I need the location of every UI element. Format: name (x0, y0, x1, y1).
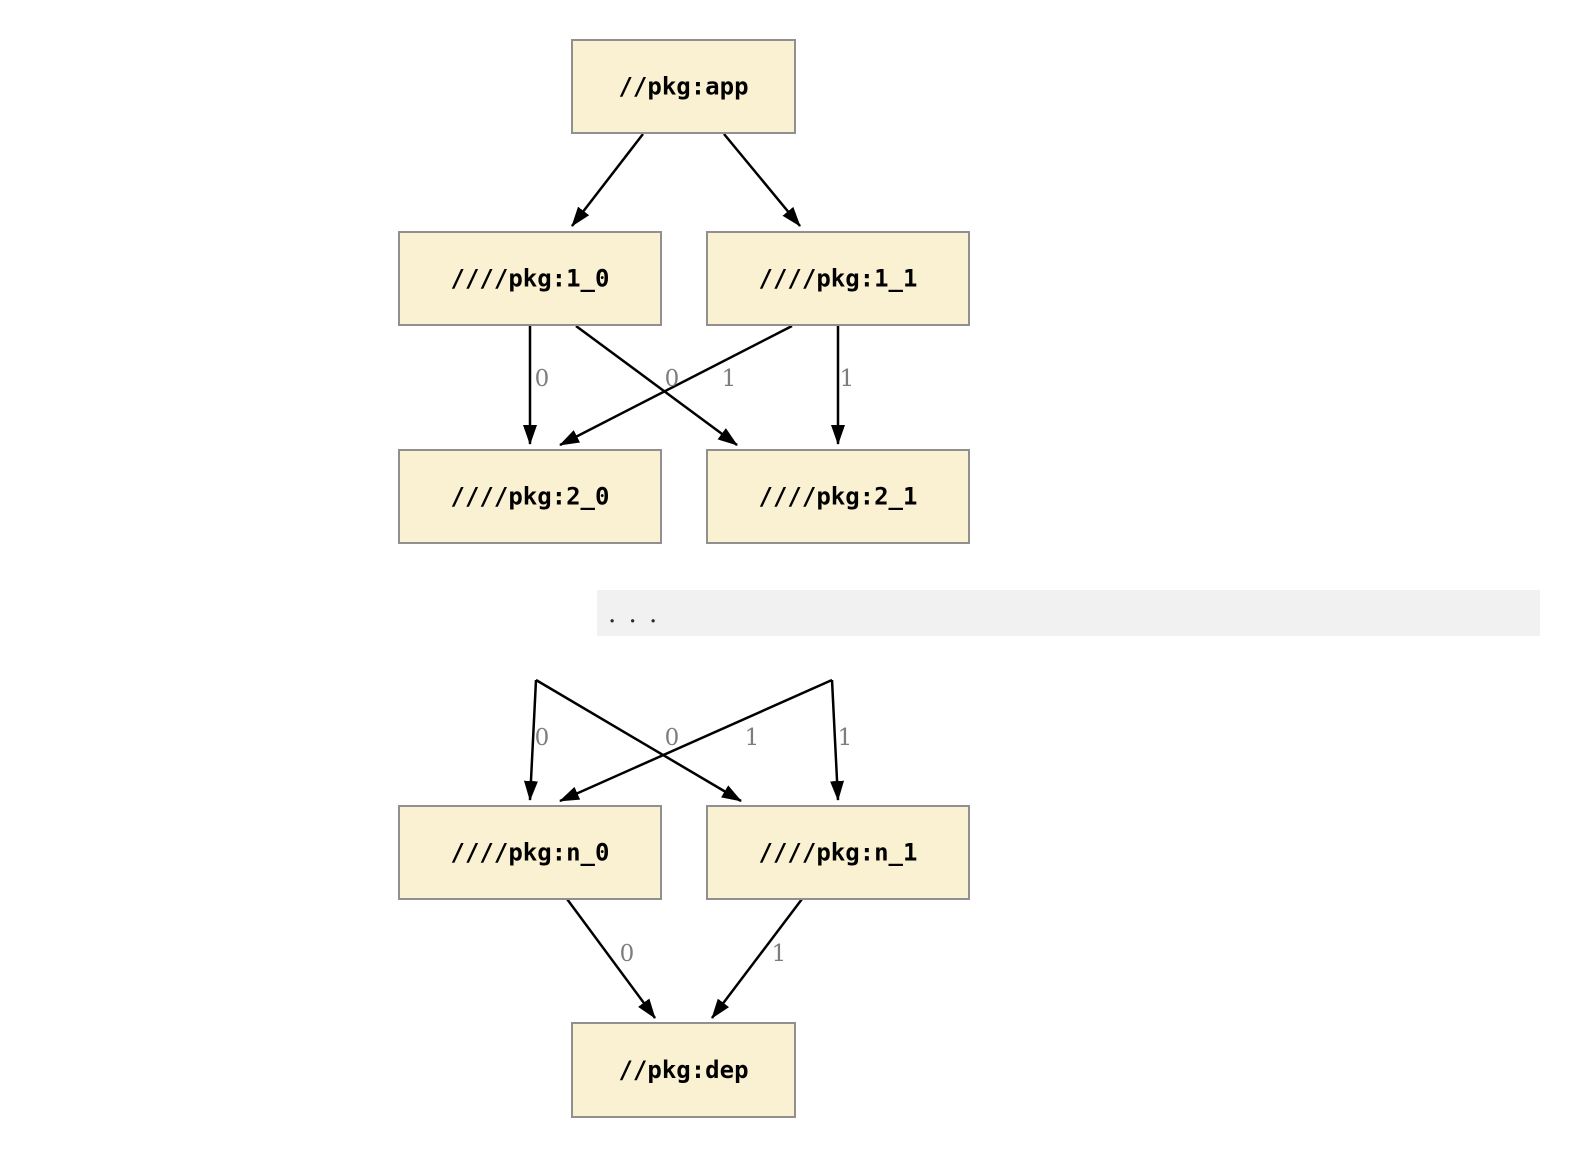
node-label-n_1: ////pkg:n_1 (759, 839, 918, 867)
edge-app-1_1 (723, 133, 801, 227)
edge-label-dots-left-n_1: 1 (745, 725, 760, 751)
edge-dots-right-n_0 (559, 678, 833, 803)
node-1_1 (706, 231, 970, 326)
node-label-2_0: ////pkg:2_0 (451, 483, 610, 511)
edge-label-1_1-2_1: 1 (840, 366, 855, 392)
node-label-1_1: ////pkg:1_1 (759, 265, 918, 293)
edge-app-1_0 (571, 133, 644, 227)
node-app (571, 39, 796, 134)
node-dep (571, 1022, 796, 1118)
edge-n_1-dep (711, 898, 803, 1019)
edge-1_0-2_1 (575, 324, 738, 447)
node-label-app: //pkg:app (618, 73, 748, 101)
edge-label-1_0-2_0: 0 (535, 366, 550, 392)
node-label-1_0: ////pkg:1_0 (451, 265, 610, 293)
edge-dots-right-n_1 (830, 679, 845, 801)
ellipsis-band (597, 590, 1540, 636)
edge-dots-left-n_1 (535, 678, 742, 803)
edge-1_1-2_0 (559, 324, 793, 447)
edge-label-dots-right-n_0: 0 (665, 725, 680, 751)
edge-n_0-dep (565, 898, 657, 1019)
ellipsis-label: . . . (608, 599, 659, 629)
node-2_0 (398, 449, 662, 544)
node-n_0 (398, 805, 662, 900)
edge-dots-left-n_0 (523, 679, 538, 801)
node-n_1 (706, 805, 970, 900)
node-2_1 (706, 449, 970, 544)
edge-label-n_1-dep: 1 (772, 941, 787, 967)
edge-label-dots-left-n_0: 0 (535, 725, 550, 751)
node-label-n_0: ////pkg:n_0 (451, 839, 610, 867)
node-label-2_1: ////pkg:2_1 (759, 483, 918, 511)
edge-label-dots-right-n_1: 1 (838, 725, 853, 751)
edge-label-n_0-dep: 0 (620, 941, 635, 967)
node-1_0 (398, 231, 662, 326)
node-label-dep: //pkg:dep (618, 1056, 748, 1084)
edge-label-1_0-2_1: 1 (722, 366, 737, 392)
edge-label-1_1-2_0: 0 (665, 366, 680, 392)
